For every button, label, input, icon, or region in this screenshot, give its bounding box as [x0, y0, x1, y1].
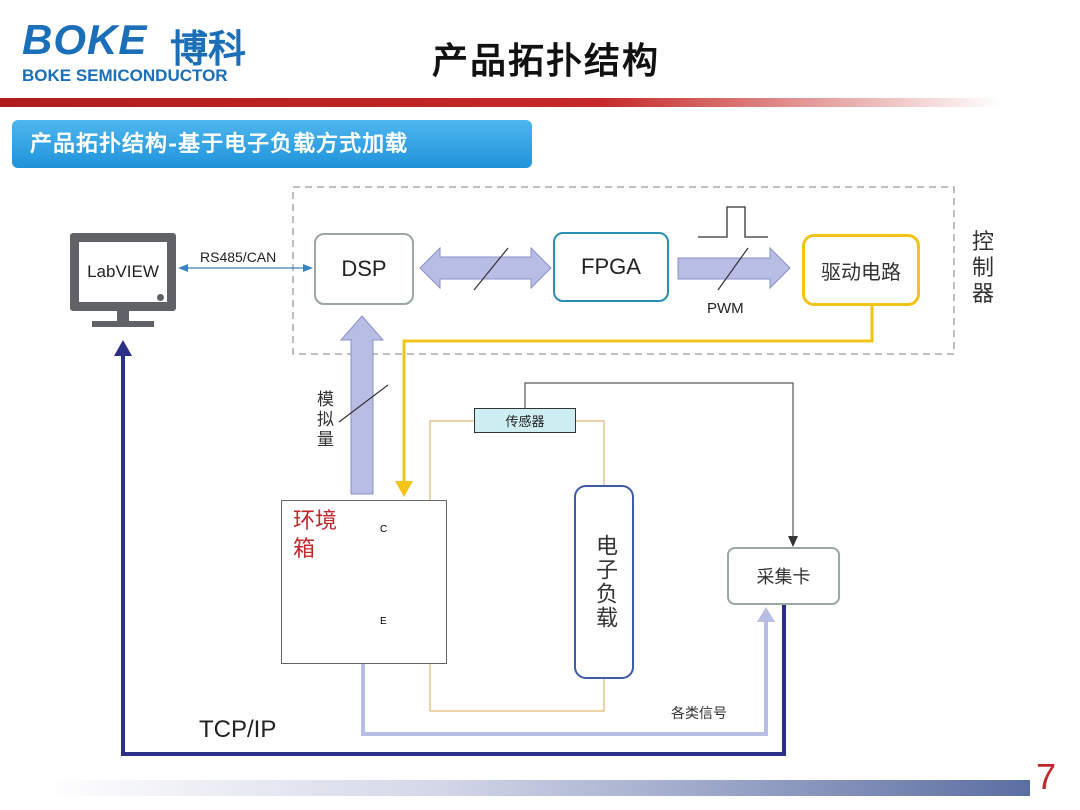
pwm-label: PWM — [707, 300, 744, 317]
bus-slash — [473, 247, 509, 291]
signals-line — [361, 616, 768, 736]
tcpip-arrowhead — [114, 340, 132, 356]
pwm-pulse-icon — [698, 206, 768, 238]
signals-arrowhead — [757, 607, 775, 622]
analog-slash — [338, 384, 389, 423]
driver-label: 驱动电路 — [821, 259, 901, 284]
pwm-slash — [717, 247, 749, 291]
sensor-block: 传感器 — [474, 408, 576, 433]
controller-frame — [292, 186, 955, 355]
section-banner: 产品拓扑结构-基于电子负载方式加载 — [12, 120, 532, 168]
load-return-line — [429, 662, 605, 712]
page-title: 产品拓扑结构 — [432, 40, 661, 82]
environment-chamber-block — [281, 500, 447, 664]
analog-label: 模拟量 — [317, 390, 334, 450]
sensor-loop-left — [429, 420, 474, 500]
logo-chinese-name: 博科 — [170, 27, 247, 71]
load-label: 电子负载 — [592, 534, 617, 630]
fpga-label: FPGA — [581, 254, 641, 279]
drive-arrowhead — [395, 481, 413, 497]
signals-label: 各类信号 — [671, 706, 727, 722]
chamber-label: 环境箱 — [293, 509, 338, 562]
rs485-label: RS485/CAN — [200, 249, 277, 265]
daq-label: 采集卡 — [756, 567, 811, 588]
tcpip-line — [121, 352, 786, 756]
boke-logo: BOKE — [22, 16, 148, 63]
labview-label: LabVIEW — [87, 262, 159, 281]
electronic-load-block: 电子负载 — [574, 485, 634, 679]
dsp-label: DSP — [341, 256, 387, 281]
monitor-stand-neck — [117, 311, 129, 323]
daq-card-block: 采集卡 — [727, 547, 840, 605]
rs485-arrow-right — [303, 264, 313, 272]
sensor-daq-arrowhead — [788, 536, 798, 547]
monitor-power-dot — [157, 294, 164, 301]
rs485-arrow-left — [178, 264, 188, 272]
page-number: 7 — [1036, 756, 1057, 797]
sensor-label: 传感器 — [505, 415, 545, 430]
labview-monitor: LabVIEW — [70, 233, 176, 311]
drive-signal-line — [402, 306, 874, 490]
dsp-block: DSP — [314, 233, 414, 305]
tcpip-label: TCP/IP — [199, 716, 277, 743]
dsp-fpga-arrow — [419, 246, 552, 290]
monitor-stand-base — [92, 321, 154, 327]
header-divider-bar — [0, 98, 1000, 107]
footer-bar — [42, 780, 1030, 796]
logo-subtitle: BOKE SEMICONDUCTOR — [22, 66, 228, 85]
fpga-block: FPGA — [553, 232, 669, 302]
igbt-collector-label: C — [380, 524, 388, 535]
driver-circuit-block: 驱动电路 — [802, 234, 920, 306]
controller-label: 控制器 — [971, 230, 994, 307]
sensor-loop-right — [576, 420, 605, 485]
igbt-emitter-label: E — [380, 616, 387, 627]
sensor-daq-line — [524, 382, 794, 540]
